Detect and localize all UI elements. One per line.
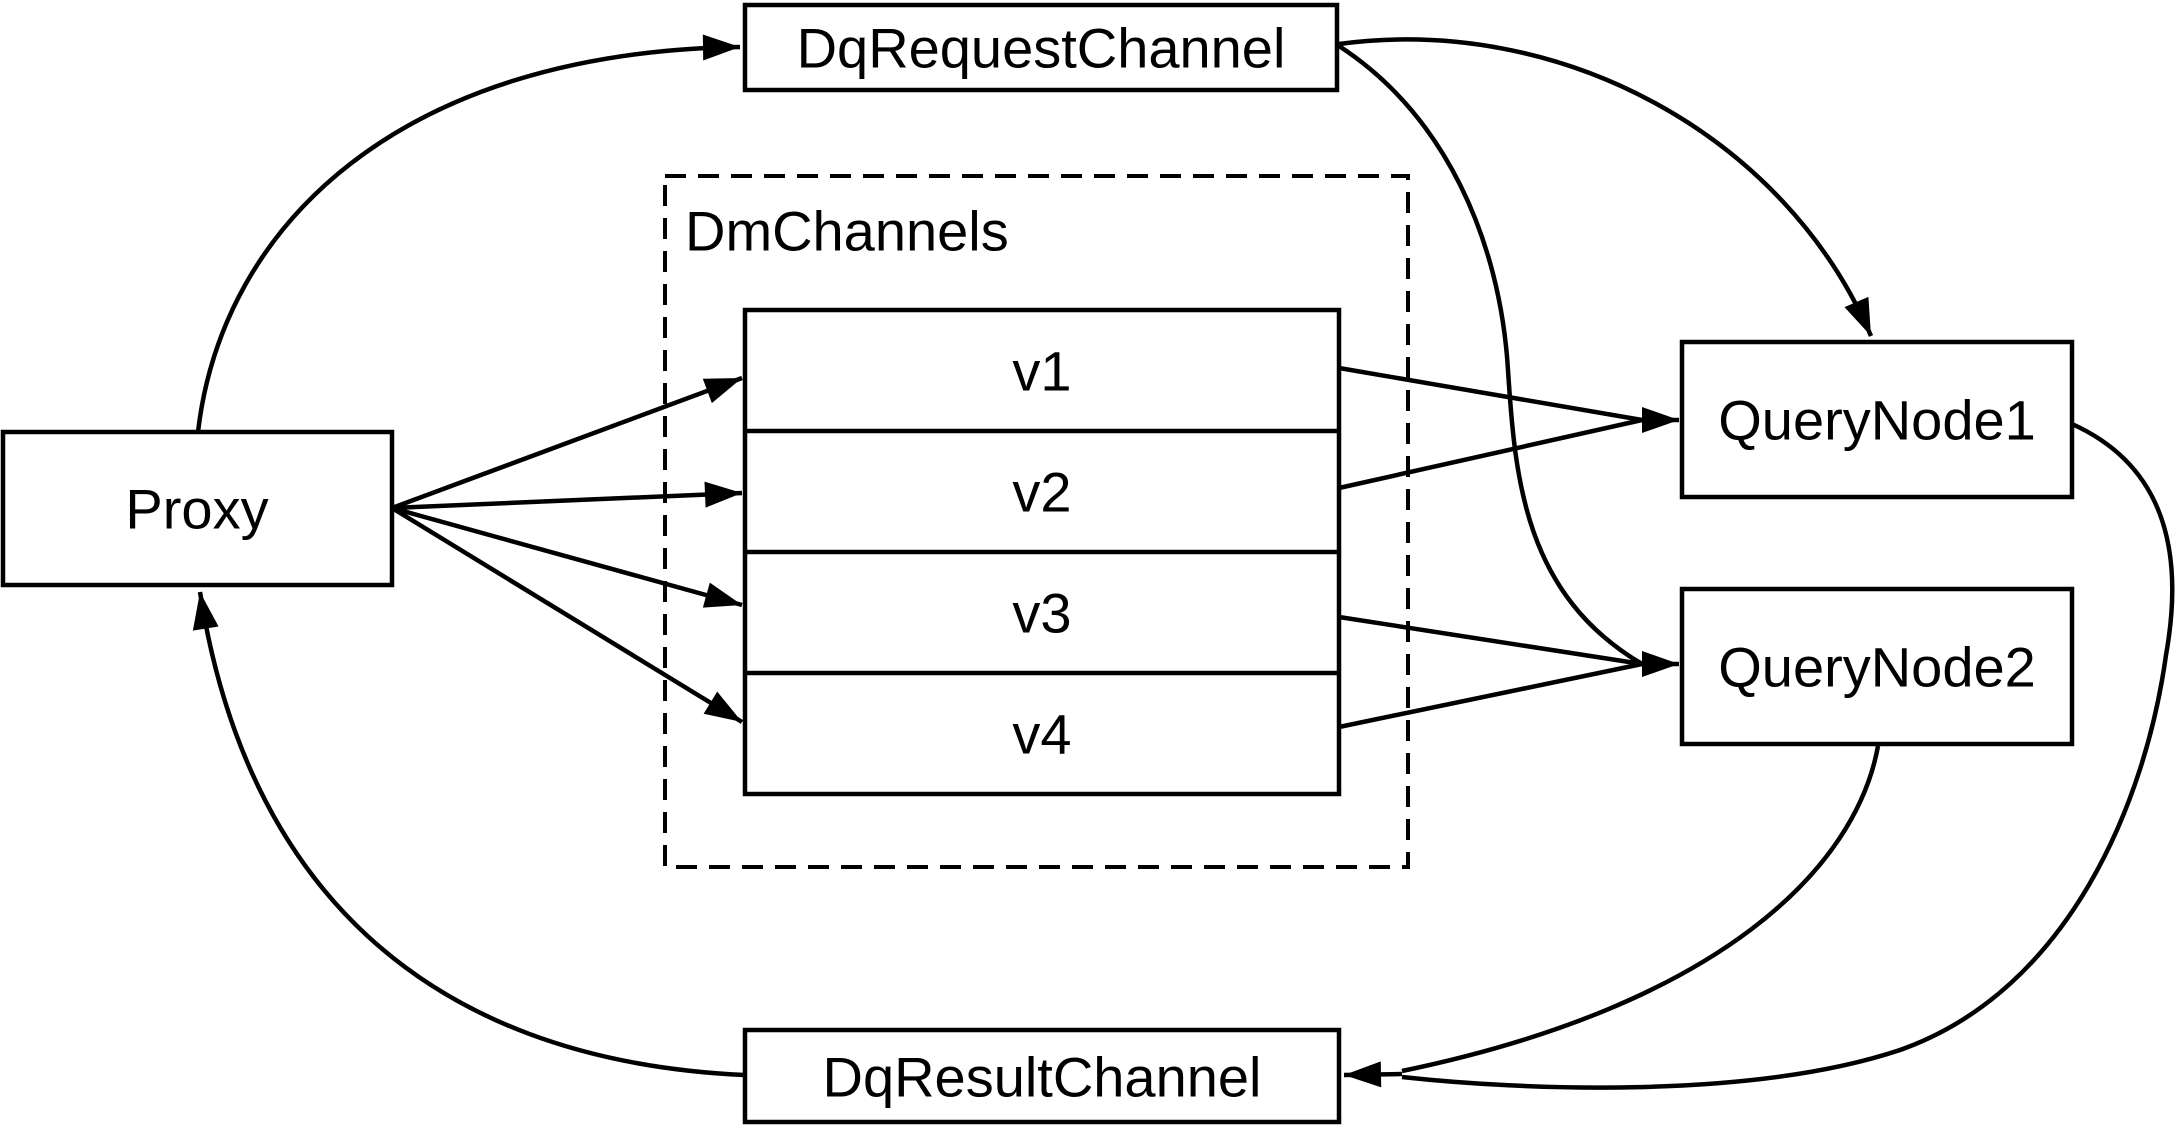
proxy-label: Proxy <box>125 478 268 541</box>
channel-row-v2: v2 <box>1012 461 1071 524</box>
edge-dqrequestchannel-to-querynode1 <box>1338 37 1874 337</box>
node-querynode1: QueryNode1 <box>1679 339 2075 500</box>
edge-querynode1-to-dqresultchannel <box>1401 421 2175 1090</box>
channel-row-v1: v1 <box>1012 340 1071 403</box>
dm-channels-table: v1 v2 v3 v4 <box>742 307 1342 797</box>
edge-dqrequestchannel-to-querynode2 <box>1337 44 1644 666</box>
dm-channels-border <box>663 174 1410 869</box>
dqresultchannel-box <box>742 1027 1342 1125</box>
node-dqrequestchannel: DqRequestChannel <box>742 2 1340 93</box>
querynode2-box <box>1679 586 2075 747</box>
dqrequestchannel-box <box>742 2 1340 93</box>
edge-v3-to-querynode2 <box>1338 614 1643 667</box>
channel-row-v4: v4 <box>1012 703 1071 766</box>
dm-channels-label: DmChannels <box>685 200 1009 263</box>
edge-proxy-to-v1 <box>391 375 743 511</box>
dqresultchannel-label: DqResultChannel <box>823 1046 1262 1109</box>
node-querynode2: QueryNode2 <box>1679 586 2075 747</box>
dm-channels-group: DmChannels v1 v2 v3 v4 <box>663 174 1410 869</box>
edge-v2-to-querynode1 <box>1338 417 1643 491</box>
edge-querynode2-to-dqresultchannel <box>1401 745 1881 1074</box>
querynode1-box <box>1679 339 2075 500</box>
dqrequestchannel-label: DqRequestChannel <box>797 17 1286 80</box>
querynode1-label: QueryNode1 <box>1718 389 2036 452</box>
node-proxy: Proxy <box>0 429 395 588</box>
edge-v1-to-querynode1 <box>1338 365 1643 423</box>
node-dqresultchannel: DqResultChannel <box>742 1027 1342 1125</box>
edge-head-dqresultchannel-right <box>1343 1061 1403 1088</box>
edge-proxy-to-dqrequestchannel <box>195 34 741 433</box>
edge-proxy-to-v2 <box>391 481 743 511</box>
proxy-box <box>0 429 395 588</box>
channel-row-v3: v3 <box>1012 582 1071 645</box>
edge-dqresultchannel-to-proxy <box>192 591 745 1078</box>
edge-v4-to-querynode2 <box>1338 661 1643 730</box>
edge-proxy-to-v4 <box>390 506 744 724</box>
edges <box>192 34 2175 1090</box>
querynode2-label: QueryNode2 <box>1718 636 2036 699</box>
edge-proxy-to-v3 <box>391 505 743 608</box>
